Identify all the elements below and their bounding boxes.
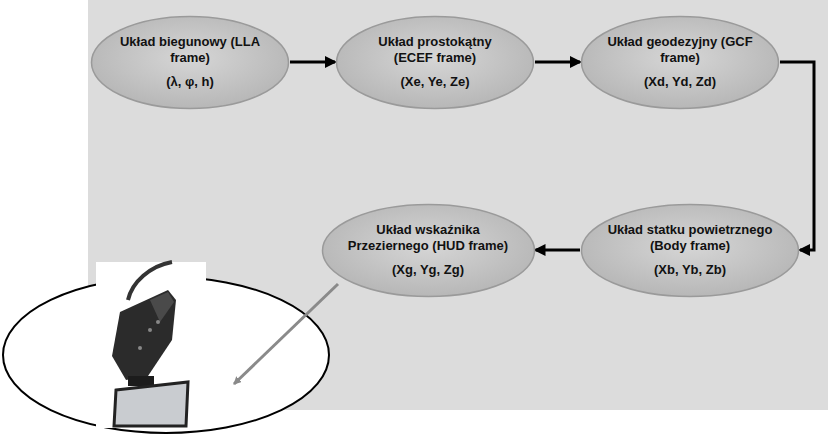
flow-arrow — [535, 61, 580, 64]
frame-coordinates: (Xb, Yb, Zb) — [598, 262, 783, 278]
text-group: Układ statku powietrznego (Body frame) (X… — [598, 222, 783, 278]
hud-top-plate — [150, 292, 174, 322]
frame-name: Układ statku powietrznego (Body frame) — [598, 222, 783, 254]
flow-arrow — [290, 61, 335, 64]
text-group: Układ wskaźnika Przeziernego (HUD frame)… — [339, 222, 517, 278]
node-text-area: Układ geodezyjny (GCF frame) (Xd, Yd, Zd) — [580, 15, 780, 110]
text-group: Układ geodezyjny (GCF frame) (Xd, Yd, Zd) — [605, 34, 755, 90]
node-text-area: Układ wskaźnika Przeziernego (HUD frame)… — [321, 203, 536, 298]
ellipse-node: Układ geodezyjny (GCF frame) (Xd, Yd, Zd) — [580, 15, 780, 110]
frame-coordinates: (Xd, Yd, Zd) — [605, 74, 755, 90]
frame-coordinates: (Xg, Yg, Zg) — [339, 262, 517, 278]
hud-combiner-glass — [114, 382, 188, 426]
ellipse-node: Układ wskaźnika Przeziernego (HUD frame)… — [321, 203, 536, 298]
ellipse-node: Układ biegunowy (LLA frame) (λ, φ, h) — [90, 15, 290, 110]
frame-coordinates: (λ, φ, h) — [115, 74, 265, 90]
node-text-area: Układ statku powietrznego (Body frame) (X… — [580, 203, 800, 298]
frame-name: Układ biegunowy (LLA frame) — [115, 34, 265, 66]
frame-name: Układ prostokątny (ECEF frame) — [360, 34, 510, 66]
ellipse-node: Układ prostokątny (ECEF frame) (Xe, Ye, Z… — [335, 15, 535, 110]
hud-illustration — [96, 262, 206, 428]
frame-name: Układ wskaźnika Przeziernego (HUD frame) — [339, 222, 517, 254]
flow-arrow — [780, 62, 814, 250]
photo-frame — [96, 262, 206, 428]
frame-coordinates: (Xe, Ye, Ze) — [360, 74, 510, 90]
flow-arrow — [536, 249, 581, 252]
node-text-area: Układ prostokątny (ECEF frame) (Xe, Ye, Z… — [335, 15, 535, 110]
hud-housing — [112, 290, 176, 380]
leader-line — [234, 284, 338, 384]
frame-name: Układ geodezyjny (GCF frame) — [605, 34, 755, 66]
hud-bracket — [128, 376, 154, 386]
node-text-area: Układ biegunowy (LLA frame) (λ, φ, h) — [90, 15, 290, 110]
text-group: Układ prostokątny (ECEF frame) (Xe, Ye, Z… — [360, 34, 510, 90]
ellipse-node: Układ statku powietrznego (Body frame) (X… — [580, 203, 800, 298]
text-group: Układ biegunowy (LLA frame) (λ, φ, h) — [115, 34, 265, 90]
